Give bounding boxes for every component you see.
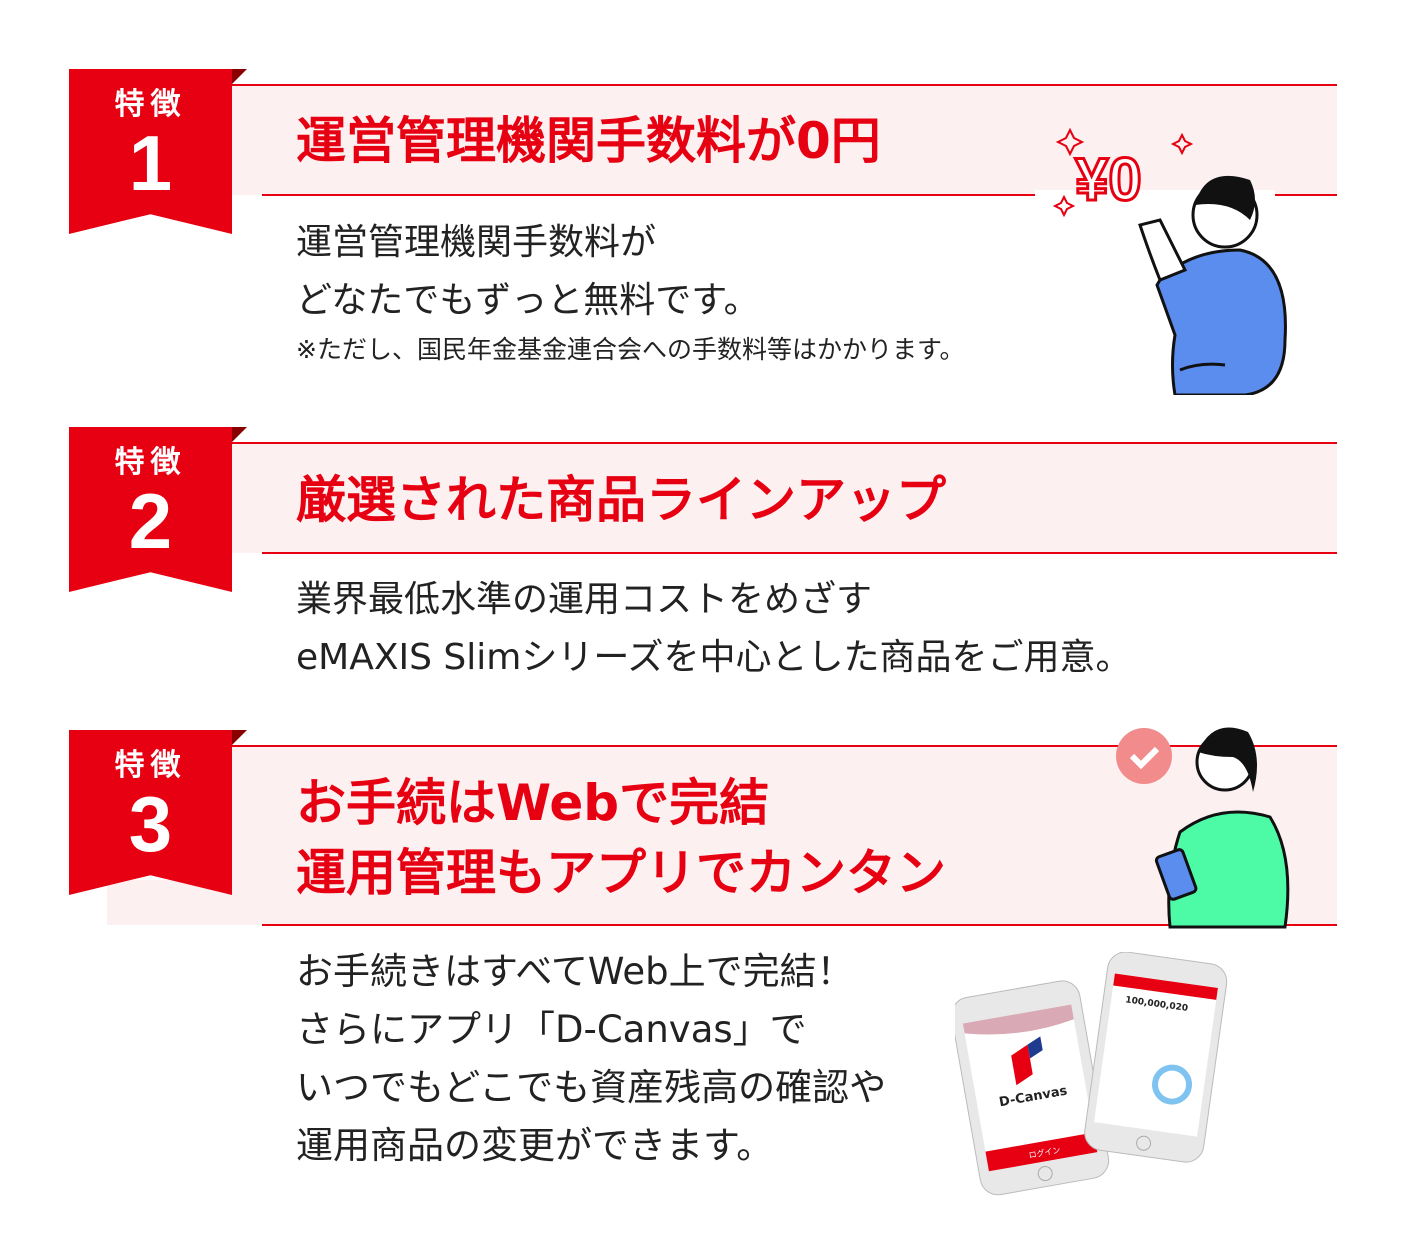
feature-1-badge: 特徴 1 [69,69,232,234]
feature-3-badge: 特徴 3 [69,730,232,895]
yen-zero-text: ¥0 [1075,146,1142,213]
badge-number: 1 [128,119,173,207]
feature-2-band [232,442,1337,553]
app-phones-image: D-Canvas ログイン 100,000,020 [955,952,1228,1196]
footnote: ※ただし、国民年金基金連合会への手数料等はかかります。 [296,335,965,364]
feature-1-underline [262,194,1337,196]
check-icon [1116,728,1172,784]
badge-label: 特徴 [114,748,187,783]
feature-2-badge: 特徴 2 [69,427,232,592]
feature-1-band [232,84,1337,195]
ribbon-fold [232,69,247,84]
badge-number: 2 [128,477,173,565]
feature-3-underline [262,924,1337,926]
badge-number: 3 [128,780,173,868]
feature-1-body: 運営管理機関手数料が どなたでもずっと無料です。 ※ただし、国民年金基金連合会へ… [296,214,964,370]
feature-2-title: 厳選された商品ラインアップ [296,471,946,529]
feature-3-body: お手続きはすべてWeb上で完結！ さらにアプリ「D-Canvas」で いつでもど… [296,950,887,1167]
feature-2-body: 業界最低水準の運用コストをめざす eMAXIS Slimシリーズを中心とした商品… [296,579,1132,678]
ribbon-fold [232,730,247,745]
phone-icon [1154,848,1198,901]
person-yen-illustration: ¥0 [1035,127,1287,395]
feature-2-underline [262,552,1337,554]
person-phone-illustration [1116,727,1290,929]
badge-label: 特徴 [114,87,187,122]
badge-label: 特徴 [114,445,187,480]
sparkle-icon [1052,127,1194,218]
feature-3-title: お手続はWebで完結 運用管理もアプリでカンタン [296,774,946,902]
ribbon-fold [232,427,247,442]
feature-1-title: 運営管理機関手数料が0円 [296,112,881,170]
